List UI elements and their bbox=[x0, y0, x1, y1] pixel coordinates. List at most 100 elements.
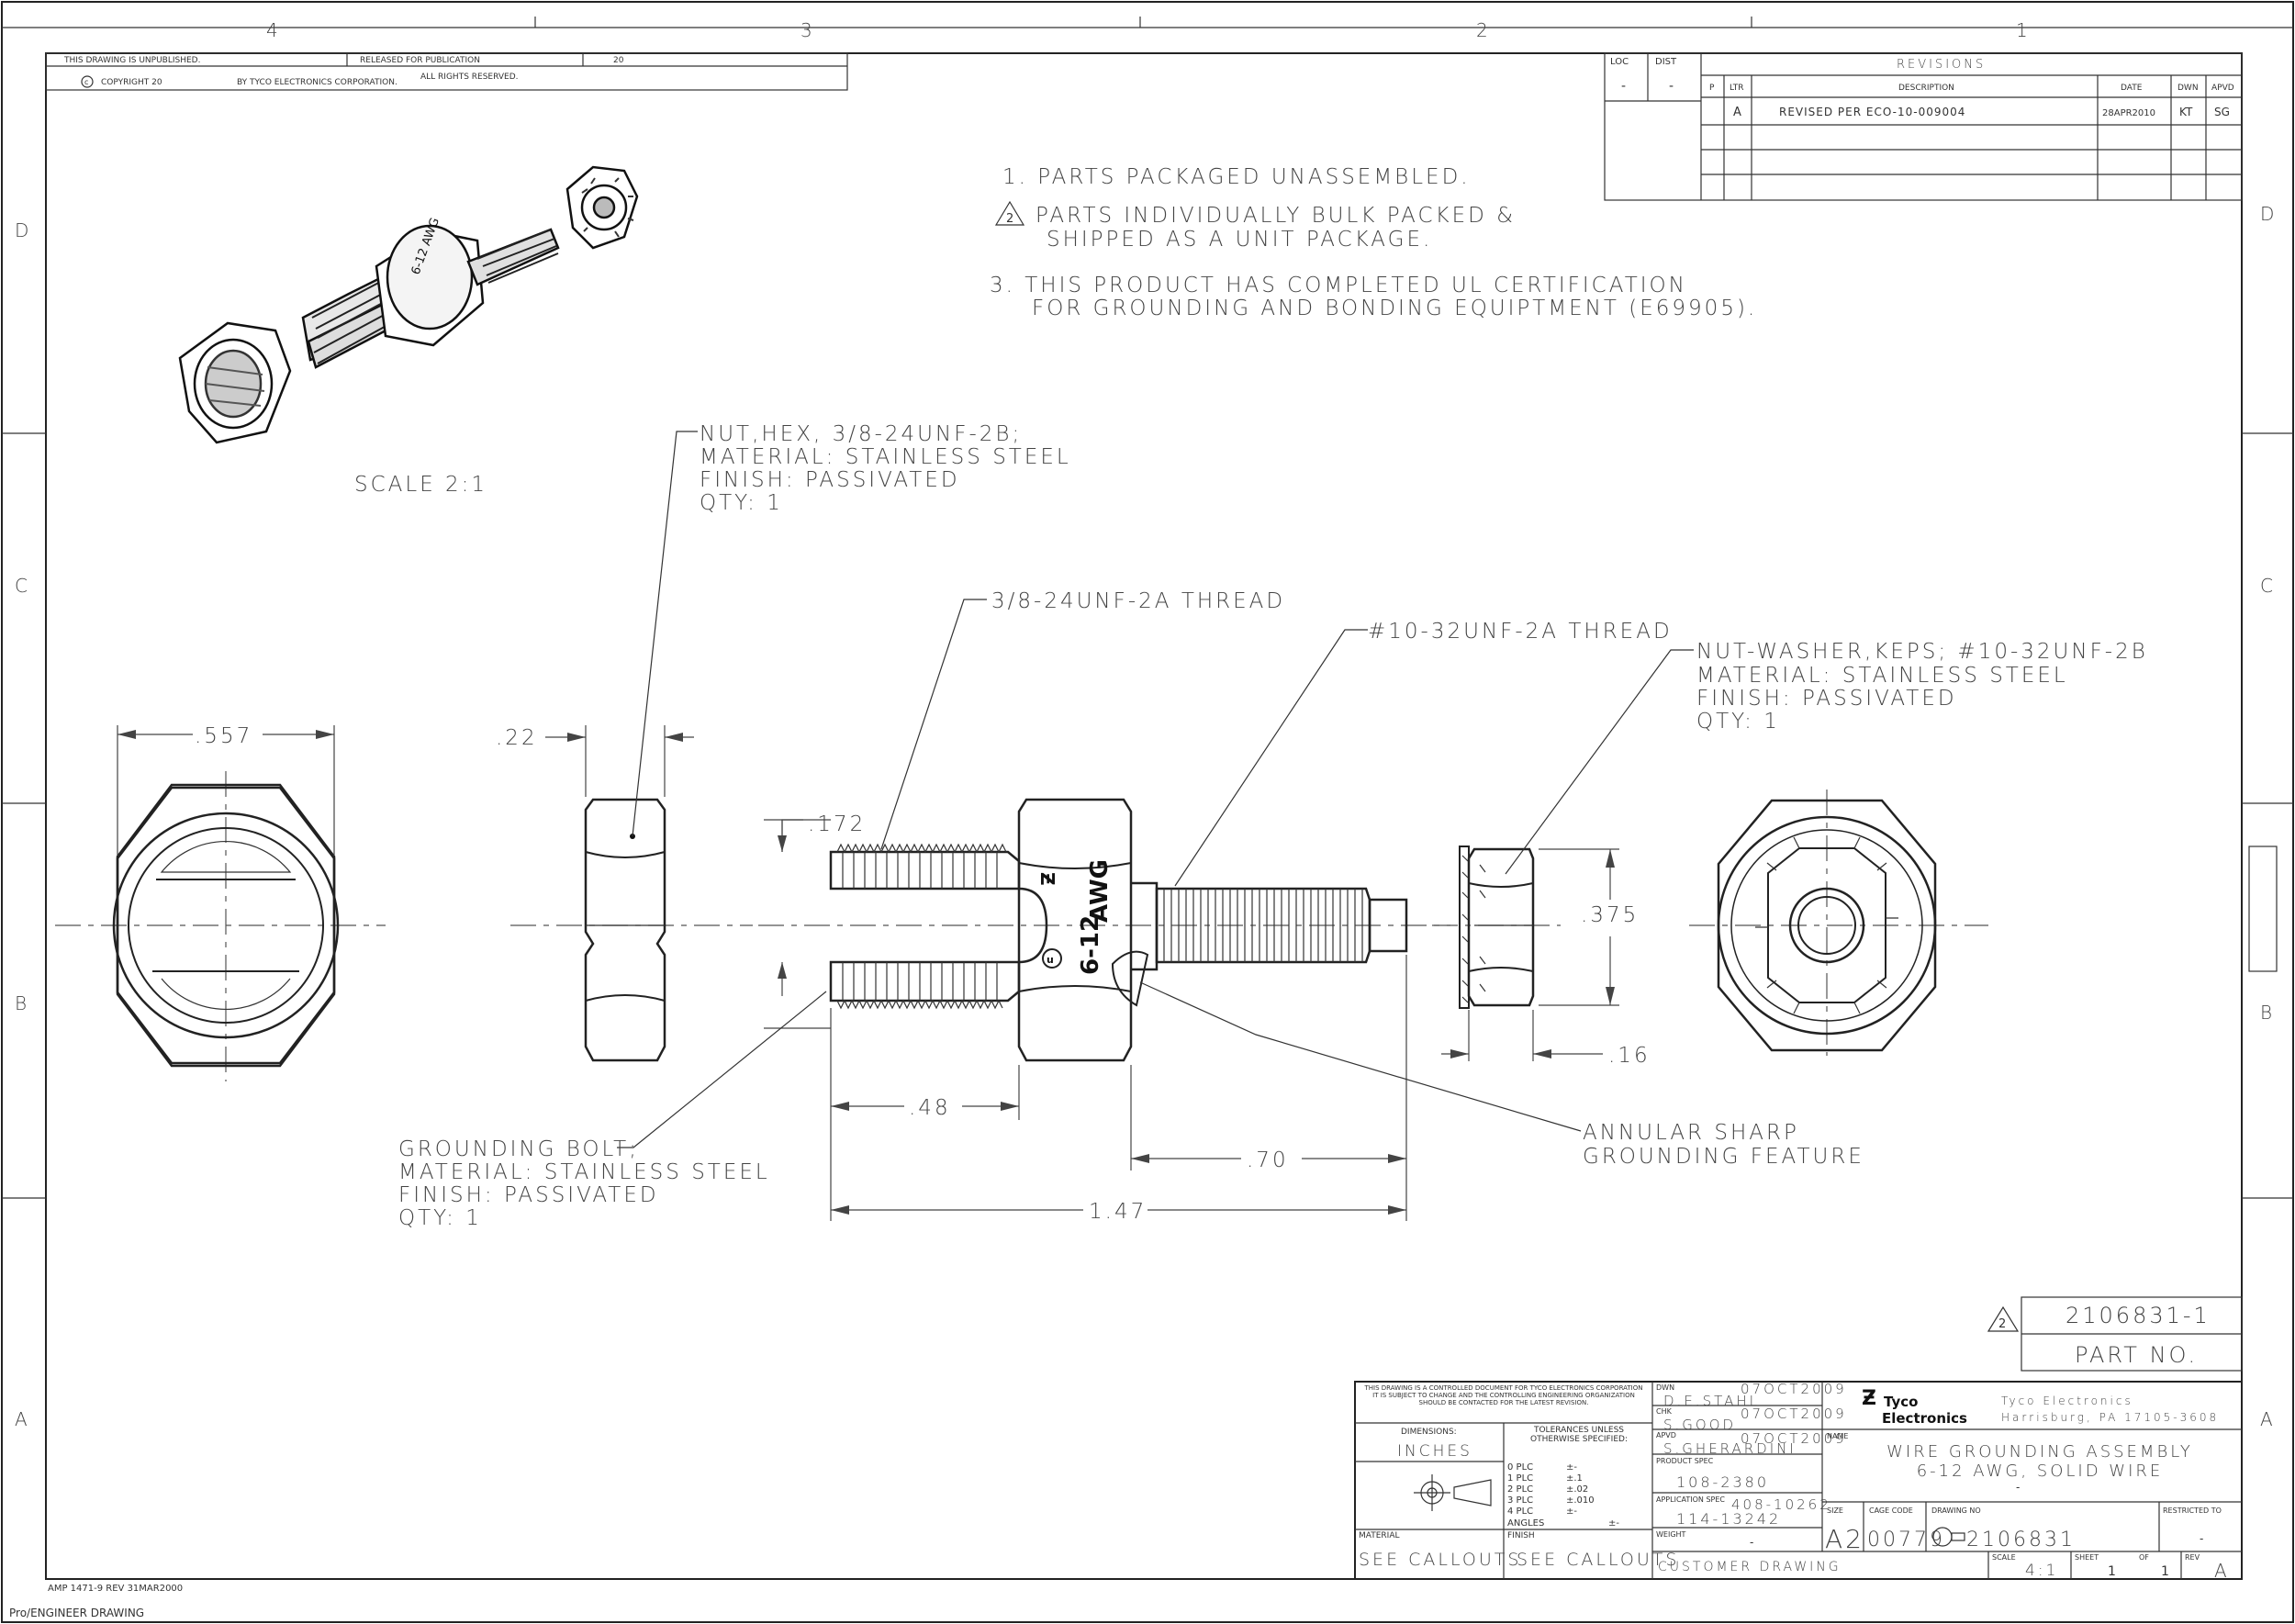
tyco-logo: Ƶ Tyco Electronics bbox=[1862, 1387, 1967, 1427]
date-label: DATE bbox=[2121, 84, 2143, 93]
apvd-label: APVD bbox=[2211, 84, 2234, 93]
sheet-label: SHEET bbox=[2075, 1553, 2099, 1562]
note-3-line2: FOR GROUNDING AND BONDING EQUIPTMENT (E6… bbox=[1032, 297, 1757, 320]
size-value: A2 bbox=[1825, 1524, 1864, 1554]
footer-software: Pro/ENGINEER DRAWING bbox=[9, 1607, 144, 1619]
note-2-line1: PARTS INDIVIDUALLY BULK PACKED & bbox=[1036, 204, 1516, 228]
apvd-name: S.GHERARDINI bbox=[1663, 1440, 1797, 1457]
svg-text:u: u bbox=[1047, 954, 1054, 966]
dimensions-units: INCHES bbox=[1397, 1442, 1472, 1461]
rev-value: A bbox=[2214, 1560, 2230, 1582]
unpublished-text: THIS DRAWING IS UNPUBLISHED. bbox=[63, 56, 200, 65]
svg-text:0 PLC: 0 PLC bbox=[1507, 1462, 1533, 1473]
callout-nut-hex-line1: NUT,HEX, 3/8-24UNF-2B; bbox=[700, 422, 1022, 446]
side-view-keps-nut: .375 .16 bbox=[1432, 649, 1694, 1068]
svg-text:2 PLC: 2 PLC bbox=[1507, 1484, 1533, 1495]
zone-left-b: B bbox=[15, 992, 29, 1014]
title-block: THIS DRAWING IS A CONTROLLED DOCUMENT FO… bbox=[1354, 1381, 2243, 1582]
drawing-no-prefix-icon bbox=[1932, 1527, 1965, 1547]
ltr-label: LTR bbox=[1730, 84, 1744, 93]
cage-label: CAGE CODE bbox=[1869, 1506, 1913, 1515]
svg-text:1 PLC: 1 PLC bbox=[1507, 1473, 1533, 1484]
dim-thread-length: .70 bbox=[1247, 1148, 1289, 1172]
footer-form: AMP 1471-9 REV 31MAR2000 bbox=[48, 1584, 183, 1594]
chk-label: CHK bbox=[1656, 1407, 1673, 1416]
callout-annular: ANNULAR SHARP GROUNDING FEATURE bbox=[1583, 1121, 1862, 1169]
svg-text:4 PLC: 4 PLC bbox=[1507, 1506, 1533, 1517]
controlled-notice-1: THIS DRAWING IS A CONTROLLED DOCUMENT FO… bbox=[1364, 1384, 1643, 1392]
side-view-grounding-bolt: Ƶ u 6-12 AWG .172 .48 .70 bbox=[617, 599, 1582, 1224]
iso-keps-nut bbox=[565, 165, 639, 250]
p-label: P bbox=[1709, 84, 1715, 93]
note-flag-number: 2 bbox=[1006, 212, 1013, 226]
revision-date: 28APR2010 bbox=[2102, 108, 2155, 118]
callout-annular-line1: ANNULAR SHARP bbox=[1583, 1121, 1799, 1145]
dist-value: - bbox=[1669, 79, 1674, 94]
description-label: DESCRIPTION bbox=[1898, 84, 1954, 93]
svg-text:±.1: ±.1 bbox=[1566, 1473, 1583, 1484]
restricted-label: RESTRICTED TO bbox=[2163, 1506, 2222, 1515]
svg-text:ANGLES: ANGLES bbox=[1507, 1518, 1544, 1529]
application-spec-label: APPLICATION SPEC bbox=[1656, 1495, 1725, 1504]
name-line1: WIRE GROUNDING ASSEMBLY bbox=[1886, 1442, 2193, 1462]
front-view-hex-nut: .557 bbox=[55, 724, 386, 1081]
side-view-hex-nut: .22 bbox=[496, 431, 753, 1062]
callout-nut-washer-line3: FINISH: PASSIVATED bbox=[1696, 687, 1957, 711]
released-text: RELEASED FOR PUBLICATION bbox=[360, 56, 480, 65]
application-spec-a: 408-10262 bbox=[1731, 1496, 1831, 1513]
rev-label: REV bbox=[2185, 1553, 2200, 1562]
restricted-value: - bbox=[2200, 1532, 2203, 1545]
name-label: NAME bbox=[1827, 1432, 1848, 1440]
revision-dwn: KT bbox=[2179, 106, 2193, 118]
size-label: SIZE bbox=[1827, 1506, 1843, 1515]
zone-top-3: 3 bbox=[800, 19, 815, 41]
loc-value: - bbox=[1621, 79, 1626, 94]
svg-text:Tyco: Tyco bbox=[1884, 1394, 1918, 1410]
callout-bolt-line2: MATERIAL: STAINLESS STEEL bbox=[398, 1160, 770, 1184]
rights-text: ALL RIGHTS RESERVED. bbox=[420, 73, 519, 82]
finish-value: SEE CALLOUTS bbox=[1517, 1550, 1679, 1570]
callout-nut-washer: NUT-WASHER,KEPS; #10-32UNF-2B MATERIAL: … bbox=[1696, 640, 2145, 734]
iso-grounding-bolt: 6-12 AWG bbox=[301, 216, 560, 369]
revisions-block: LOC DIST - - REVISIONS P LTR DESCRIPTION… bbox=[1604, 52, 2243, 201]
copyright-text: COPYRIGHT 20 bbox=[101, 78, 162, 87]
of-label: OF bbox=[2139, 1553, 2149, 1562]
tolerances-label-2: OTHERWISE SPECIFIED: bbox=[1530, 1435, 1628, 1444]
callout-bolt-line4: QTY: 1 bbox=[398, 1206, 482, 1230]
dwn-date: 07OCT2009 bbox=[1741, 1381, 1847, 1397]
general-notes: 1. PARTS PACKAGED UNASSEMBLED. 2 PARTS I… bbox=[990, 165, 1757, 320]
callout-nut-hex-line3: FINISH: PASSIVATED bbox=[700, 468, 960, 492]
note-3-line1: 3. THIS PRODUCT HAS COMPLETED UL CERTIFI… bbox=[990, 274, 1687, 297]
revision-row: A REVISED PER ECO-10-009004 28APR2010 KT… bbox=[1733, 106, 2230, 119]
svg-text:c: c bbox=[84, 78, 88, 86]
application-spec-b: 114-13242 bbox=[1676, 1510, 1781, 1528]
front-view-keps-nut bbox=[1689, 790, 1988, 1056]
company-address: Harrisburg, PA 17105-3608 bbox=[2001, 1411, 2219, 1424]
callout-nut-hex-line2: MATERIAL: STAINLESS STEEL bbox=[700, 445, 1071, 469]
svg-text:Ƶ: Ƶ bbox=[1862, 1387, 1876, 1410]
svg-text:Ƶ: Ƶ bbox=[1036, 872, 1058, 886]
zone-right-d: D bbox=[2260, 203, 2277, 225]
chk-name: S.GOOD bbox=[1663, 1417, 1736, 1433]
callout-nut-washer-line2: MATERIAL: STAINLESS STEEL bbox=[1696, 664, 2068, 688]
finish-label: FINISH bbox=[1507, 1531, 1535, 1540]
loc-label: LOC bbox=[1610, 57, 1629, 67]
callout-nut-hex-line4: QTY: 1 bbox=[700, 491, 783, 515]
material-label: MATERIAL bbox=[1359, 1531, 1400, 1540]
publication-header: THIS DRAWING IS UNPUBLISHED. RELEASED FO… bbox=[45, 52, 848, 91]
dim-hex-across: .557 bbox=[195, 724, 252, 748]
product-spec: 108-2380 bbox=[1676, 1473, 1769, 1491]
svg-text:±.010: ±.010 bbox=[1566, 1495, 1595, 1506]
chk-date: 07OCT2009 bbox=[1741, 1406, 1847, 1422]
product-spec-label: PRODUCT SPEC bbox=[1656, 1457, 1714, 1465]
zone-top-2: 2 bbox=[1476, 19, 1491, 41]
callout-thread-38: 3/8-24UNF-2A THREAD bbox=[991, 589, 1285, 613]
scale-label: SCALE 2:1 bbox=[354, 473, 487, 497]
controlled-notice-2: IT IS SUBJECT TO CHANGE AND THE CONTROLL… bbox=[1372, 1392, 1635, 1399]
dwn-label: DWN bbox=[2177, 84, 2199, 93]
zone-top-1: 1 bbox=[2016, 19, 2031, 41]
svg-text:±-: ±- bbox=[1608, 1518, 1619, 1529]
part-flag-number: 2 bbox=[1998, 1317, 2006, 1331]
scale-label-tb: SCALE bbox=[1992, 1553, 2016, 1562]
